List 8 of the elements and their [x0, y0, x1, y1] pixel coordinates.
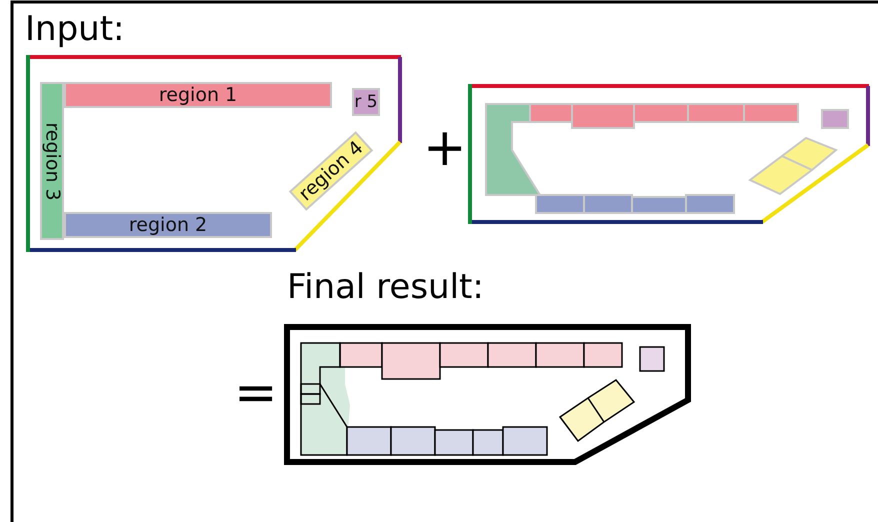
region-bar: region 3: [40, 82, 64, 240]
region-bar: region 1: [64, 82, 332, 108]
plus-sign: +: [423, 122, 467, 174]
heading: Final result:: [287, 270, 484, 304]
heading: Input:: [25, 12, 124, 46]
region-square: r 5: [352, 88, 380, 116]
region-bar: region 2: [64, 212, 272, 238]
equals-sign: =: [234, 367, 278, 419]
